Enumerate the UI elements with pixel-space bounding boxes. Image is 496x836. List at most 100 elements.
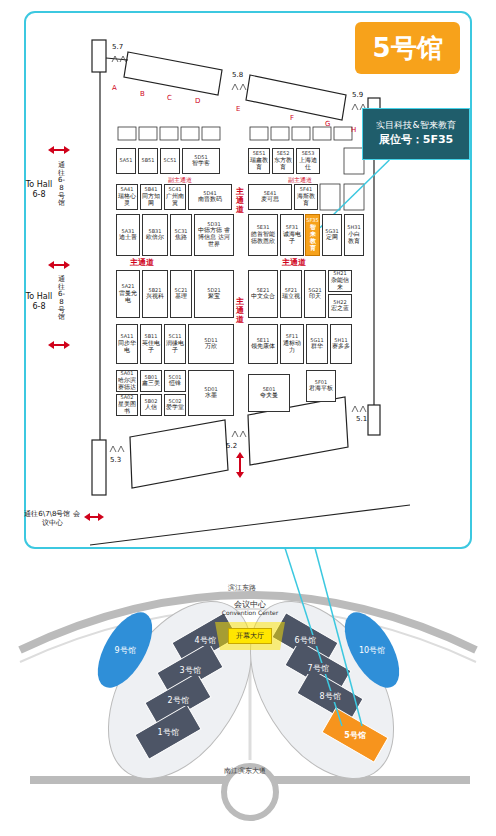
node-text: 瑞鑫教育: [250, 157, 268, 171]
node-text: 万欣: [205, 343, 217, 350]
node-text: 中德方德 睿博信息 达河世界: [196, 227, 232, 248]
hall-shape: 6号馆: [287, 634, 323, 646]
entrance-number: 5.2: [226, 442, 237, 450]
booth-box: 5G31定网: [322, 214, 342, 256]
booth-box: 5C21基理: [170, 270, 192, 318]
booth-box: 5B01鑫三美: [140, 370, 162, 392]
building-label: 会议中心Convention Center: [205, 596, 295, 620]
node-title: 开幕大厅: [236, 631, 264, 641]
node-title: 5B51: [142, 158, 155, 164]
hall-shape: 4号馆: [187, 634, 223, 646]
booth-box: 5C51: [160, 148, 180, 174]
booth-box: 5B51: [138, 148, 158, 174]
node-text: 小白教育: [346, 231, 362, 245]
entrance-number: 5.9: [352, 91, 363, 99]
gate-letter: F: [290, 114, 294, 122]
entrance-number: 5.8: [232, 71, 243, 79]
node-title: 4号馆: [193, 635, 216, 646]
node-title: 会议中心: [234, 600, 266, 610]
booth-box: 5E53上海迪仕: [296, 148, 320, 174]
node-text: 南晋数码: [198, 196, 222, 203]
zoom-leader: [285, 548, 362, 726]
node-text: 同方知网: [142, 193, 160, 207]
booth-box: 5E31皓首智能 德教恩欣: [248, 214, 278, 256]
aisle-label: 主通道: [130, 257, 154, 268]
booth-box: 5C02爱学堂: [164, 394, 186, 416]
node-text: 水墨: [205, 392, 217, 399]
gate-letter: C: [167, 94, 172, 102]
node-text: 兴视科: [146, 293, 164, 300]
node-text: 君海平板: [309, 385, 333, 392]
booth-box: 5E51瑞鑫教育: [248, 148, 270, 174]
booth-box: 5B11英佳电子: [140, 324, 162, 364]
node-text: 瑞立视: [282, 293, 300, 300]
node-text: 鑫三美: [142, 380, 160, 387]
node-text: 基理: [175, 293, 187, 300]
node-title: 5号馆: [343, 730, 367, 741]
gate-letter: E: [236, 105, 240, 113]
direction-label: 通往6-8号馆: [58, 276, 65, 322]
node-text: 恒锋: [169, 380, 181, 387]
node-text: 焦路: [175, 234, 187, 241]
booth-box: 5E21中文众合: [248, 270, 278, 318]
node-title: 7号馆: [306, 663, 329, 674]
node-text: 皓首智能 德教恩欣: [250, 231, 276, 245]
booth-box: 5D21聚宝: [194, 270, 234, 318]
node-title: 5C51: [163, 158, 176, 164]
hall-shape: 1号馆: [150, 726, 186, 738]
node-text: 上海迪仕: [298, 157, 318, 171]
booth-box: 5B21兴视科: [142, 270, 168, 318]
aisle-label: 主通道: [236, 188, 244, 214]
booth-box: 5H31小白教育: [344, 214, 364, 256]
lobby-box: 开幕大厅: [228, 628, 272, 644]
direction-label: To Hall 6-8: [24, 180, 54, 199]
gate-letter: H: [351, 126, 356, 134]
hall-shape: 8号馆: [312, 690, 348, 702]
booth-box: 5E01夸夫曼: [248, 374, 290, 412]
booth-box: 5E11领先康体: [248, 324, 278, 364]
booth-box: 5F11通标动力: [280, 324, 304, 364]
node-text: 赛多多: [332, 343, 350, 350]
node-text: 同步华电: [118, 340, 136, 354]
gate-letter: D: [195, 97, 200, 105]
booth-box: 5H21杂能信来: [328, 270, 352, 292]
node-text: 诚海电子: [282, 231, 302, 245]
booth-box: 5D11万欣: [188, 324, 234, 364]
booth-box: 5A02星美图书: [116, 394, 138, 416]
booth-box: 5A01哈尔滨赛德达: [116, 370, 138, 392]
booth-box: 5D31中德方德 睿博信息 达河世界: [194, 214, 234, 256]
node-title: 10号馆: [358, 645, 386, 656]
booth-box: 5F21瑞立视: [280, 270, 302, 318]
gate-letter: A: [112, 84, 117, 92]
booth-box: 5F01君海平板: [306, 370, 336, 402]
gate-letter: B: [140, 90, 145, 98]
direction-label: 通往6-8号馆: [58, 162, 65, 208]
node-text: 宏之蓝: [331, 305, 349, 312]
gate-letter: G: [325, 120, 330, 128]
node-text: 群华: [311, 343, 323, 350]
aisle-label: 副主通道: [288, 176, 312, 185]
node-title: 6号馆: [293, 635, 316, 646]
booth-box: 5H22宏之蓝: [328, 294, 352, 318]
booth-box: 5H11赛多多: [330, 324, 352, 364]
venue-map: [20, 576, 476, 818]
node-text: 通标动力: [282, 340, 302, 354]
hall-shape: 2号馆: [160, 694, 196, 706]
node-text: 欧倍尔: [146, 234, 164, 241]
node-text: 东方教育: [274, 157, 292, 171]
node-text: 爱学堂: [166, 404, 184, 411]
node-text: Convention Center: [222, 609, 278, 616]
node-text: 麦可思: [261, 196, 279, 203]
node-text: 印天: [309, 293, 321, 300]
booth-box: 5B02人信: [140, 394, 162, 416]
node-text: 人信: [145, 404, 157, 411]
road-name: 南江滨东大道: [224, 766, 266, 776]
highlight-booth: 5F35智来教育: [305, 214, 320, 256]
node-text: 杂能信来: [330, 277, 350, 291]
node-title: 9号馆: [113, 645, 136, 656]
panel-frame: [25, 12, 471, 548]
node-text: 夸夫曼: [260, 392, 278, 399]
node-title: 5号馆: [372, 31, 442, 66]
callout-box: 实目科技&智来教育展位号：5F35: [362, 108, 470, 160]
entrance-number: 5.1: [356, 415, 367, 423]
